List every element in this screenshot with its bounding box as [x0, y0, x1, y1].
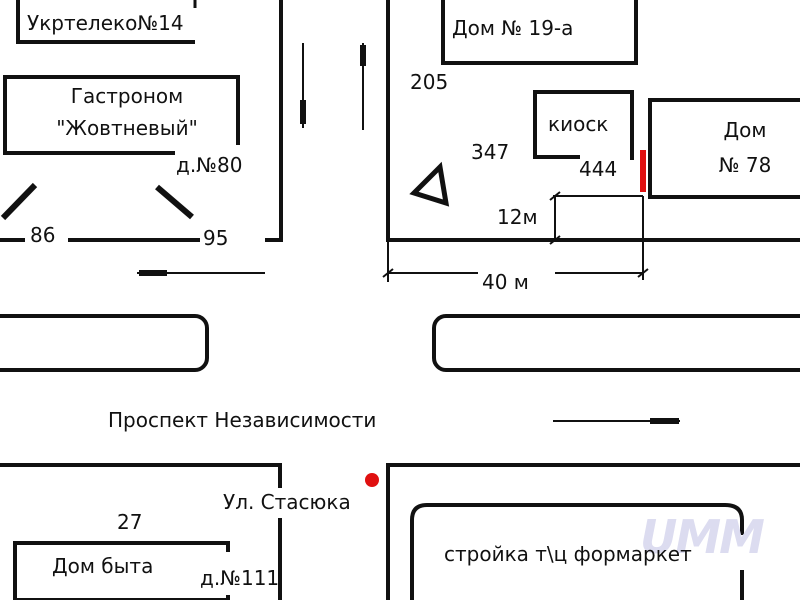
street-avenue: Проспект Независимости: [108, 408, 377, 432]
label-house-78-number: № 78: [718, 153, 772, 177]
traffic-arrows: [137, 43, 680, 424]
number-27: 27: [117, 510, 143, 534]
ukrtelecom-outline: [16, 0, 195, 44]
number-444: 444: [579, 157, 618, 181]
label-house-80: д.№80: [176, 153, 243, 177]
number-205: 205: [410, 70, 449, 94]
label-gastronom: Гастроном: [70, 84, 184, 108]
gastronom-outline: [3, 75, 240, 155]
label-house-19a: Дом № 19-а: [452, 16, 574, 40]
dimension-width: 40 м: [482, 270, 529, 294]
dimension-lines: [382, 191, 649, 282]
median-left: [0, 314, 209, 372]
house-19a-outline: [441, 0, 638, 65]
street-stasyuka: Ул. Стасюка: [223, 490, 351, 514]
kiosk-outline: [533, 90, 634, 160]
label-dom-byta: Дом быта: [52, 554, 154, 578]
number-86: 86: [30, 223, 56, 247]
label-kiosk: киоск: [548, 112, 609, 136]
watermark: UMM: [640, 510, 765, 564]
number-95: 95: [203, 226, 229, 250]
label-house-111: д.№111: [200, 566, 280, 590]
location-marker-icon: [365, 473, 379, 487]
median-right: [432, 314, 800, 372]
label-construction: стройка т\ц формаркет: [444, 542, 692, 566]
number-347: 347: [471, 140, 510, 164]
block-outline-bottom-left: [0, 463, 282, 600]
dom-byta-outline: [13, 541, 230, 600]
house-78-outline: [648, 98, 800, 199]
block-outline-bottom-right: [386, 463, 800, 600]
dimension-depth: 12м: [497, 205, 538, 229]
construction-outline: [410, 503, 744, 600]
label-ukrtelecom: Укртелеко№14: [27, 11, 184, 35]
block-outline-top-right: [386, 0, 800, 242]
label-house-78: Дом: [723, 118, 767, 142]
warning-triangle-icon: [409, 161, 450, 207]
label-gastronom-name: "Жовтневый": [56, 116, 198, 140]
